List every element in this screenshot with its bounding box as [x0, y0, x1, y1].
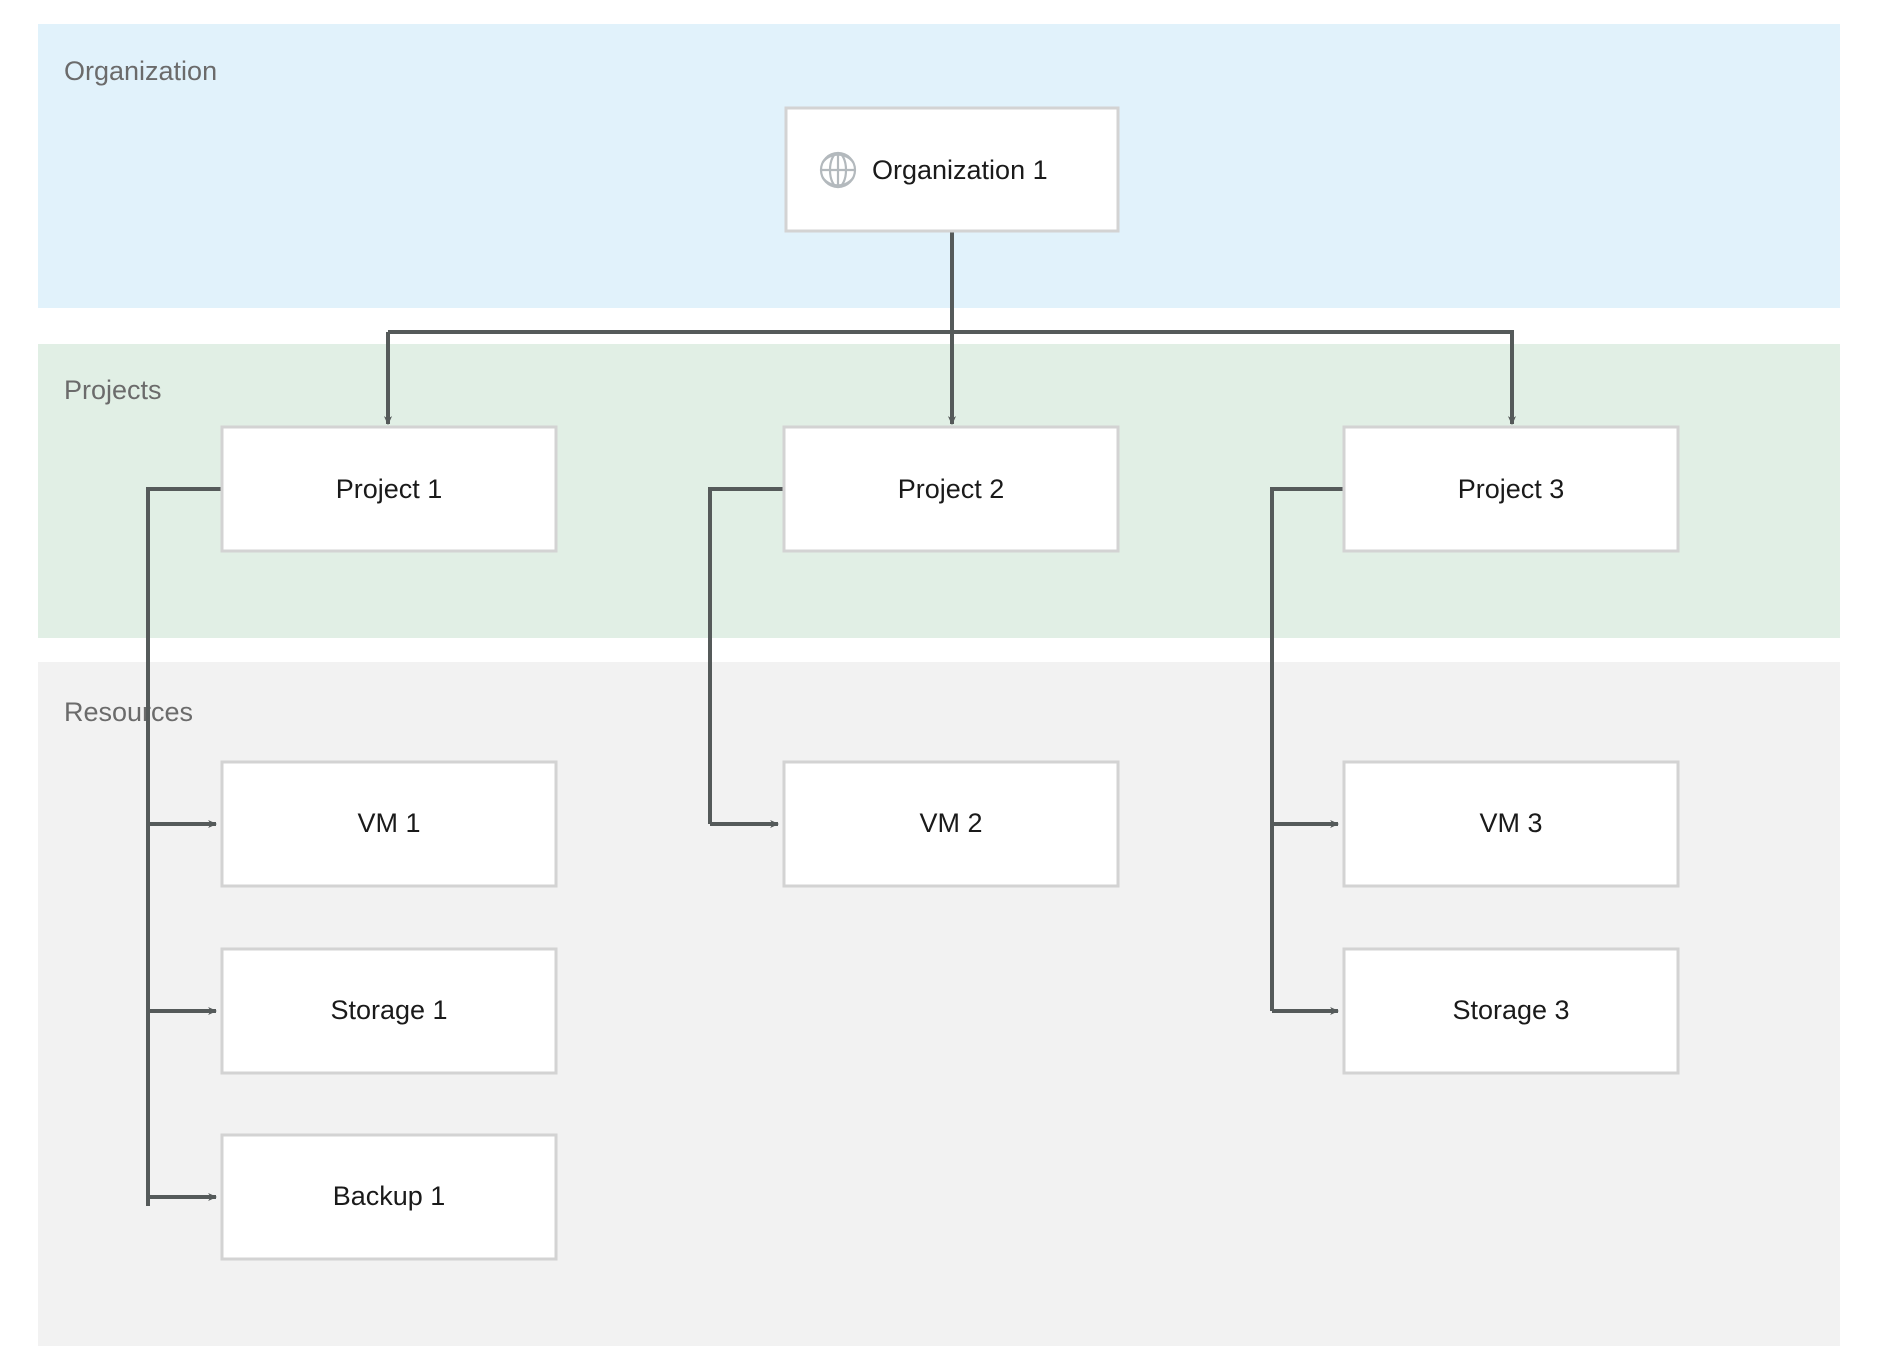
- node-vm-2-box[interactable]: [782, 760, 1120, 888]
- edge-project2-trunk: [708, 487, 784, 824]
- node-project-2[interactable]: Project 2: [782, 425, 1120, 553]
- node-backup-1-label: Backup 1: [333, 1181, 446, 1211]
- band-resources-label: Resources: [64, 697, 193, 727]
- node-vm-3-label: VM 3: [1479, 808, 1542, 838]
- node-storage-1-box[interactable]: [220, 947, 558, 1075]
- node-vm-2-label: VM 2: [919, 808, 982, 838]
- node-organization-1[interactable]: Organization 1: [784, 106, 1120, 233]
- node-vm-3-box[interactable]: [1342, 760, 1680, 888]
- node-project-1-box[interactable]: [220, 425, 558, 553]
- node-vm-1-box[interactable]: [220, 760, 558, 888]
- node-storage-3[interactable]: Storage 3: [1342, 947, 1680, 1075]
- edge-project1-trunk: [146, 487, 222, 1206]
- node-project-3-box[interactable]: [1342, 425, 1680, 553]
- node-vm-1[interactable]: VM 1: [220, 760, 558, 888]
- node-project-2-box[interactable]: [782, 425, 1120, 553]
- band-organization-label: Organization: [64, 56, 217, 86]
- node-storage-1-label: Storage 1: [330, 995, 447, 1025]
- node-project-1-label: Project 1: [336, 474, 443, 504]
- band-projects-label: Projects: [64, 375, 162, 405]
- node-storage-1[interactable]: Storage 1: [220, 947, 558, 1075]
- node-project-3[interactable]: Project 3: [1342, 425, 1680, 553]
- node-project-2-label: Project 2: [898, 474, 1005, 504]
- node-organization-1-label: Organization 1: [872, 155, 1048, 185]
- node-project-1[interactable]: Project 1: [220, 425, 558, 553]
- node-backup-1-box[interactable]: [220, 1133, 558, 1261]
- node-vm-2[interactable]: VM 2: [782, 760, 1120, 888]
- edge-project3-trunk: [1270, 487, 1344, 1011]
- globe-icon: [819, 151, 857, 189]
- node-project-3-label: Project 3: [1458, 474, 1565, 504]
- node-vm-1-label: VM 1: [357, 808, 420, 838]
- node-storage-3-box[interactable]: [1342, 947, 1680, 1075]
- node-storage-3-label: Storage 3: [1452, 995, 1569, 1025]
- node-vm-3[interactable]: VM 3: [1342, 760, 1680, 888]
- node-backup-1[interactable]: Backup 1: [220, 1133, 558, 1261]
